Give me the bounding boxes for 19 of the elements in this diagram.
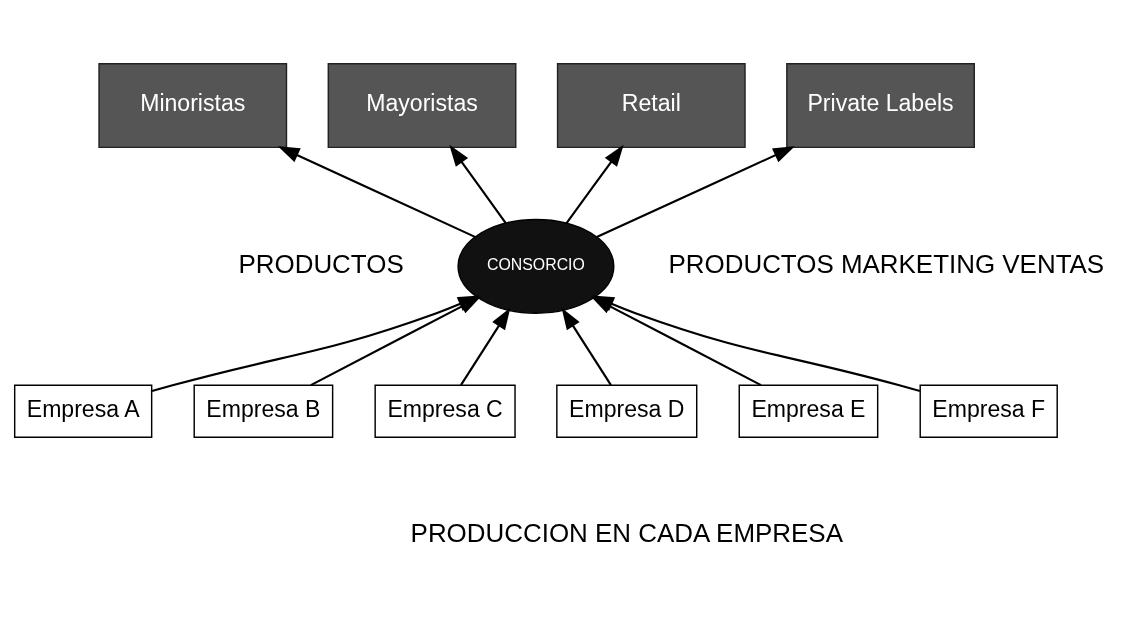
node-box: Minoristas <box>98 62 288 148</box>
node-box: Empresa B <box>193 384 334 438</box>
label: PRODUCTOS <box>238 249 404 278</box>
label: PRODUCTOS MARKETING VENTAS <box>668 249 1105 278</box>
node-box: Mayoristas <box>327 62 517 148</box>
label: PRODUCCION EN CADA EMPRESA <box>410 518 843 547</box>
node-box: Empresa A <box>13 384 153 438</box>
node-box: Empresa F <box>919 384 1058 438</box>
node-box: Private Labels <box>786 62 975 148</box>
arrow <box>449 144 507 224</box>
node-box: Retail <box>556 62 746 148</box>
arrow <box>565 144 624 224</box>
arrow <box>596 145 795 238</box>
node-box: Empresa E <box>738 384 879 438</box>
node-box: Empresa D <box>556 384 698 438</box>
arrow <box>561 307 612 386</box>
arrow <box>277 145 476 238</box>
node-box: Empresa C <box>374 384 516 438</box>
arrow <box>460 307 511 386</box>
